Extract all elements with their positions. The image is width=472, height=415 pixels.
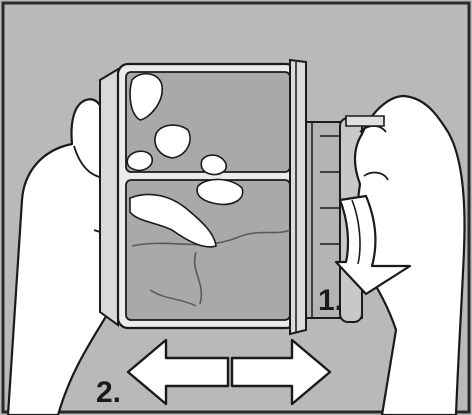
lint-patch <box>201 155 226 174</box>
lint-patch <box>197 179 243 204</box>
step-1-label: 1. <box>318 286 343 316</box>
lint-patch <box>127 151 152 170</box>
step-2-label: 2. <box>96 378 121 408</box>
